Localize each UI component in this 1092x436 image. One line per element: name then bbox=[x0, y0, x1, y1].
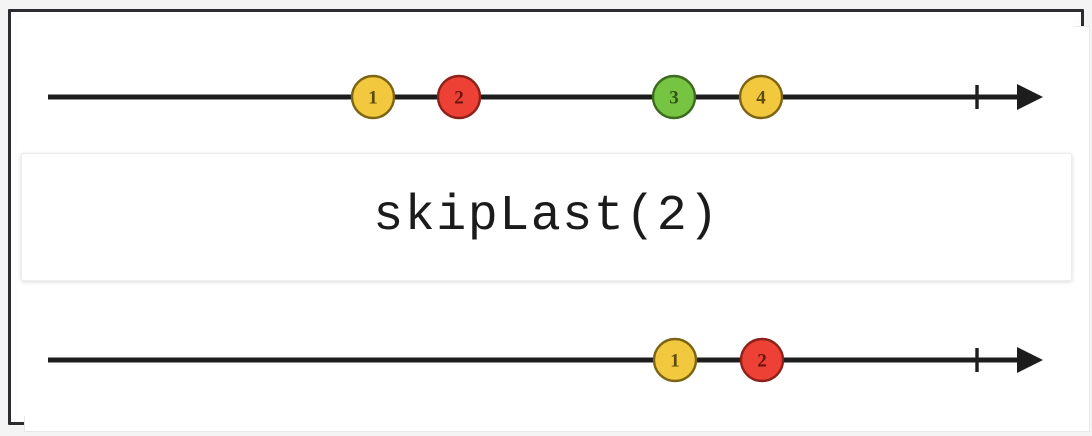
marble-circle[interactable] bbox=[436, 74, 482, 120]
timeline-arrowhead bbox=[1017, 347, 1043, 373]
marble[interactable]: 4 bbox=[738, 74, 784, 120]
source-timeline: 1 2 3 4 bbox=[17, 30, 1075, 140]
operator-label: skipLast(2) bbox=[373, 188, 720, 245]
marble[interactable]: 1 bbox=[350, 74, 396, 120]
timeline-arrowhead bbox=[1017, 84, 1043, 110]
marble[interactable]: 2 bbox=[436, 74, 482, 120]
marble-value-label: 2 bbox=[454, 88, 464, 109]
marble[interactable]: 3 bbox=[651, 74, 697, 120]
marble-circle[interactable] bbox=[350, 74, 396, 120]
marble-value-label: 3 bbox=[669, 88, 679, 109]
marble-value-label: 2 bbox=[757, 351, 767, 372]
marble-value-label: 1 bbox=[368, 88, 378, 109]
marble-circle[interactable] bbox=[652, 337, 698, 383]
operator-box[interactable]: skipLast(2) bbox=[21, 153, 1072, 281]
marble[interactable]: 2 bbox=[739, 337, 785, 383]
marble-value-label: 1 bbox=[670, 351, 680, 372]
source-timeline-graphic: 1 2 3 4 bbox=[48, 74, 1043, 120]
marble-circle[interactable] bbox=[739, 337, 785, 383]
marble-circle[interactable] bbox=[651, 74, 697, 120]
marble-value-label: 4 bbox=[756, 88, 766, 109]
marble-circle[interactable] bbox=[738, 74, 784, 120]
marble[interactable]: 1 bbox=[652, 337, 698, 383]
